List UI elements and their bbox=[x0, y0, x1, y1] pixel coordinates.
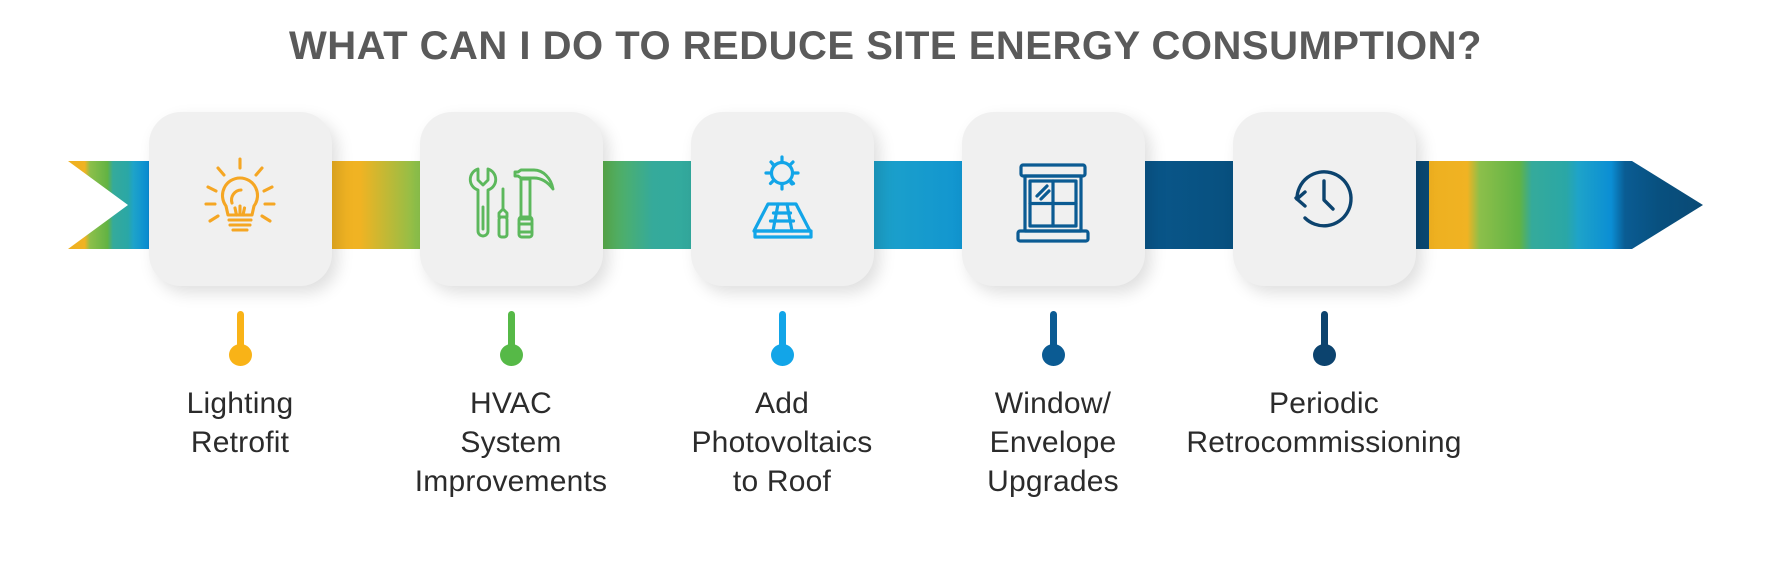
connector-dot bbox=[1041, 343, 1065, 366]
connector-dot bbox=[770, 343, 794, 366]
step-5-card[interactable] bbox=[1232, 112, 1416, 286]
connector-line bbox=[1049, 311, 1057, 350]
step-3-card[interactable] bbox=[690, 112, 874, 286]
step-5-label: Periodic Retrocommissioning bbox=[1186, 387, 1462, 459]
step-1-lighting-retrofit[interactable]: Lighting Retrofit bbox=[125, 112, 355, 462]
step-3-add-photovoltaics-to-roof[interactable]: Add Photovoltaics to Roof bbox=[667, 112, 897, 501]
connector-dot bbox=[499, 343, 523, 366]
step-5-connector bbox=[1312, 311, 1336, 366]
step-1-connector bbox=[228, 311, 252, 366]
step-2-label: HVAC System Improvements bbox=[414, 387, 608, 498]
connector-line bbox=[1320, 311, 1328, 350]
step-3-connector bbox=[770, 311, 794, 366]
connector-dot bbox=[228, 343, 252, 366]
step-5-periodic-retrocommissioning[interactable]: Periodic Retrocommissioning bbox=[1186, 112, 1461, 462]
step-2-connector bbox=[499, 311, 523, 366]
step-4-label: Window/ Envelope Upgrades bbox=[987, 387, 1119, 498]
connector-line bbox=[236, 311, 244, 350]
step-1-card[interactable] bbox=[148, 112, 332, 286]
step-2-hvac-system-improvements[interactable]: HVAC System Improvements bbox=[396, 112, 626, 501]
clock-history-icon bbox=[1272, 147, 1376, 251]
tools-icon bbox=[459, 147, 563, 251]
step-4-connector bbox=[1041, 311, 1065, 366]
connector-dot bbox=[1312, 343, 1336, 366]
lightbulb-icon bbox=[188, 147, 292, 251]
step-4-window-envelope-upgrades[interactable]: Window/ Envelope Upgrades bbox=[938, 112, 1168, 501]
connector-line bbox=[507, 311, 515, 350]
page-title: WHAT CAN I DO TO REDUCE SITE ENERGY CONS… bbox=[289, 24, 1482, 68]
connector-line bbox=[778, 311, 786, 350]
solar-panel-icon bbox=[730, 147, 834, 251]
step-3-label: Add Photovoltaics to Roof bbox=[691, 387, 873, 498]
step-4-card[interactable] bbox=[961, 112, 1145, 286]
window-icon bbox=[1001, 147, 1105, 251]
step-1-label: Lighting Retrofit bbox=[186, 387, 294, 459]
step-2-card[interactable] bbox=[419, 112, 603, 286]
